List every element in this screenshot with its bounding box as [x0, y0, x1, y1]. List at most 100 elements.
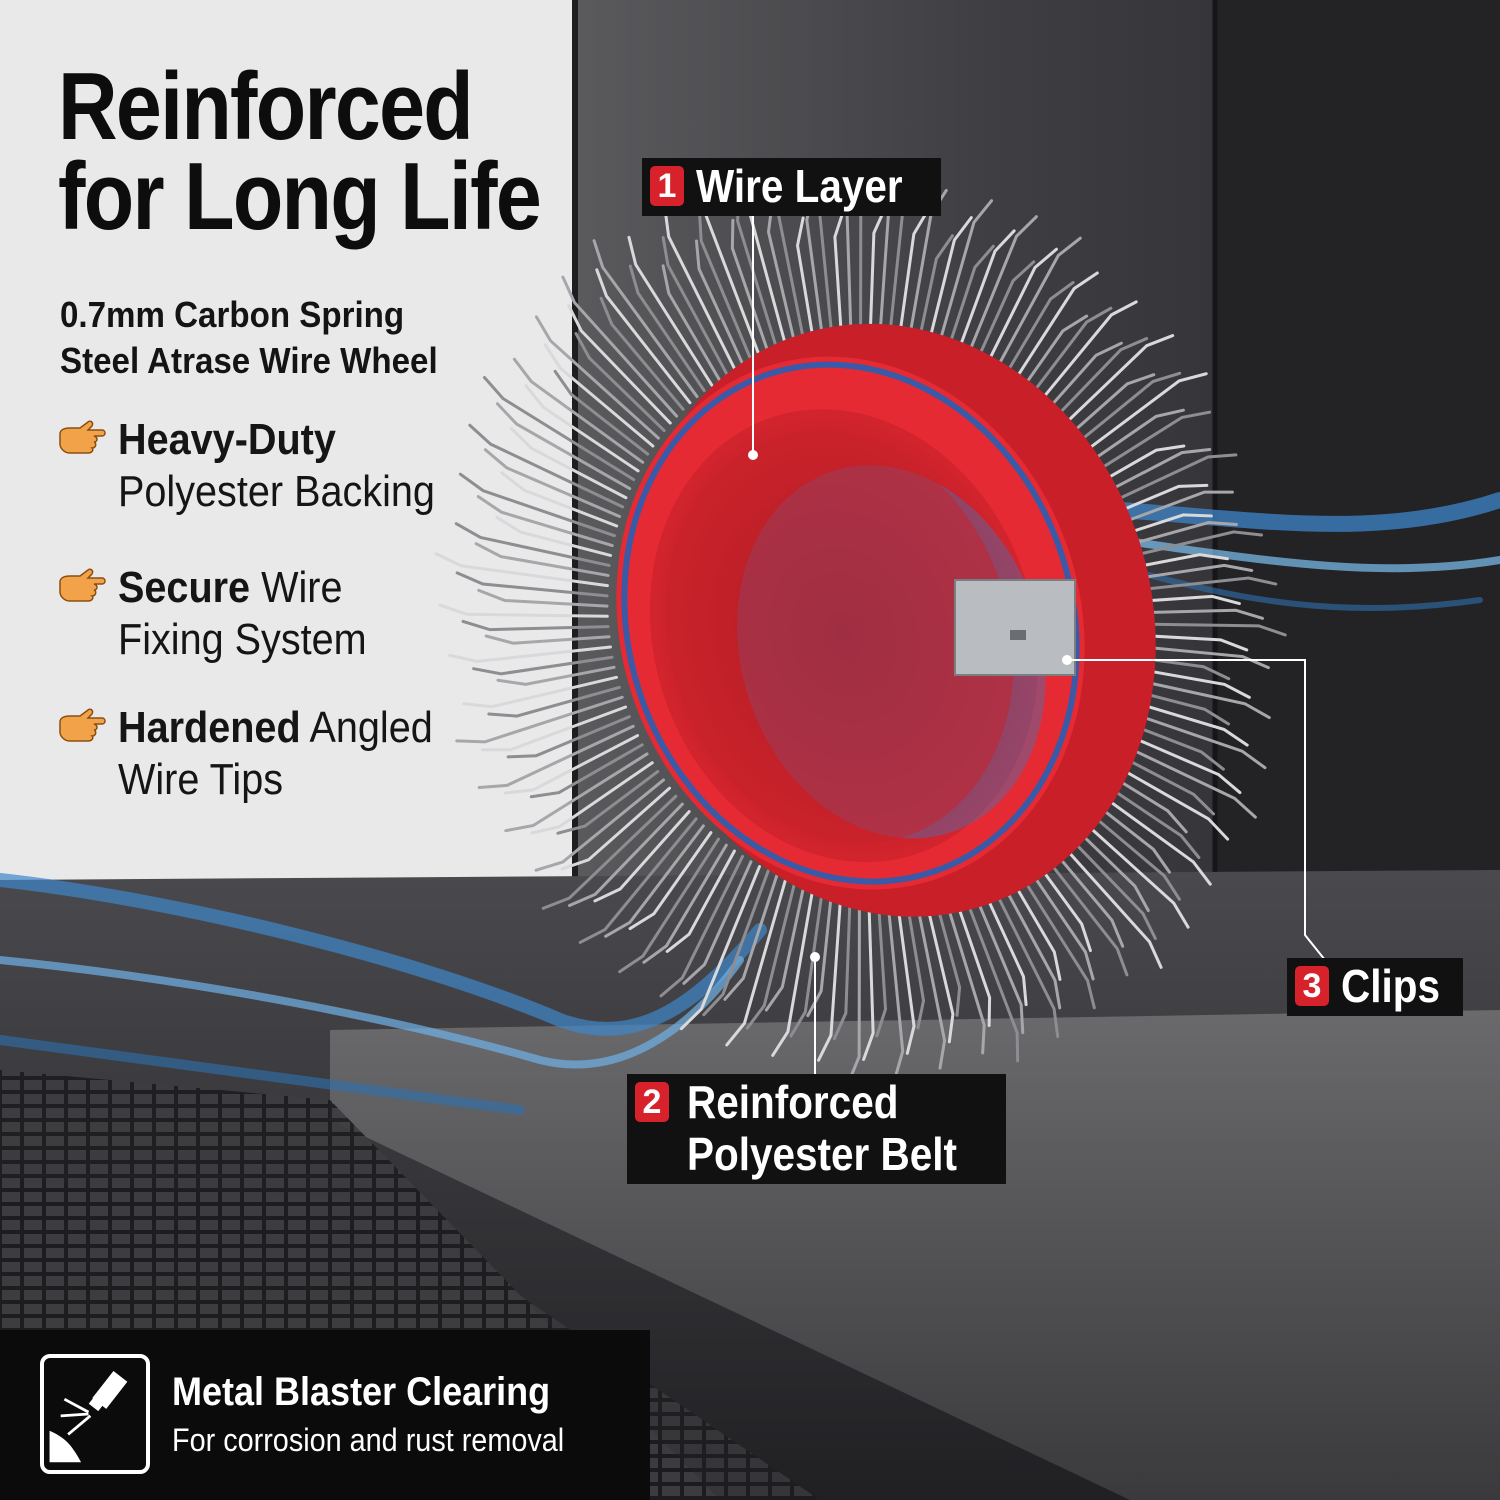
wire-bristle	[958, 880, 1020, 1063]
wire-bristle	[510, 427, 628, 500]
wire-bristle	[661, 236, 729, 377]
wire-bristle	[592, 239, 699, 399]
wire-bristle	[862, 895, 875, 1062]
wire-bristle	[984, 236, 1082, 391]
wire-bristle	[847, 895, 861, 1084]
wire-bristle	[1028, 835, 1129, 977]
wire-bristle	[553, 369, 650, 456]
wire-bristle	[530, 761, 654, 835]
wire-bristle	[1109, 673, 1271, 720]
wire-bristle	[461, 619, 610, 632]
wire-bristle	[627, 235, 714, 387]
wire-bristle	[628, 264, 706, 393]
wire-bristle	[694, 239, 746, 368]
feature-text: Heavy-Duty Polyester Backing	[118, 415, 435, 516]
wire-bristle	[495, 402, 632, 491]
wire-bristle	[806, 891, 833, 1018]
pointing-hand-icon	[59, 708, 106, 742]
subtitle-line-1: 0.7mm Carbon Spring	[60, 294, 405, 335]
wire-bristle	[484, 634, 611, 645]
wire-bristle	[1014, 847, 1095, 981]
feature-text: Secure Wire Fixing System	[118, 563, 367, 664]
water-splash	[0, 492, 1500, 1115]
wire-bristle	[1036, 337, 1149, 438]
feature-text: Hardened Angled Wire Tips	[118, 703, 433, 804]
wire-bristle	[455, 571, 609, 598]
wire-bristle	[789, 889, 824, 1038]
wire-bristle	[487, 685, 621, 718]
wire-bristle	[923, 216, 973, 359]
wire-bristle	[745, 881, 797, 1030]
wire-bristle	[593, 810, 691, 903]
wire-bristle	[959, 215, 1038, 375]
wire-bristle	[725, 877, 788, 1047]
wire-bristle	[496, 665, 616, 686]
wire-bristle	[1060, 372, 1208, 470]
wire-bristle	[524, 384, 640, 473]
wire-bristle	[642, 843, 728, 964]
callout-number: 1	[650, 166, 684, 206]
wire-bristle	[595, 268, 692, 405]
wire-bristle	[702, 869, 770, 1017]
wire-bristle	[541, 794, 678, 910]
wire-bristle	[1085, 453, 1238, 516]
wire-bristle	[560, 786, 672, 871]
wire-bristle	[663, 207, 737, 372]
wire-bristle	[504, 752, 649, 833]
wire-bristle	[1060, 800, 1190, 929]
wire-bristle	[448, 645, 612, 663]
spray-nozzle-icon	[40, 1354, 150, 1474]
wire-bristle	[817, 892, 843, 1062]
wire-bristle	[1006, 853, 1096, 1010]
wire-bristle	[534, 778, 666, 872]
wire-bristle	[1108, 576, 1278, 595]
wire-bristle	[434, 552, 609, 588]
wire-bristle	[730, 218, 771, 357]
headline: Reinforced for Long Life	[58, 59, 542, 245]
wire-bristle	[931, 888, 962, 1017]
wire-bristle	[561, 275, 679, 418]
wire-bristle	[1111, 622, 1287, 637]
wire-bristle	[795, 216, 816, 347]
wire-bristle	[599, 296, 685, 411]
wire-bristle	[618, 837, 720, 974]
wire-bristle	[895, 894, 916, 1055]
wire-bristle	[1071, 410, 1212, 488]
wire-bristle	[991, 863, 1062, 1010]
wire-bristle	[438, 603, 609, 618]
wire-bristle	[659, 854, 745, 998]
wire-bristle	[932, 199, 994, 363]
pointing-hand-icon	[59, 420, 106, 454]
wire-bristle	[481, 705, 628, 752]
wire-bristle	[966, 876, 1025, 1035]
wire-bristle	[462, 675, 619, 709]
wire-bristle	[764, 884, 806, 1012]
banner-subtitle: For corrosion and rust removal	[172, 1422, 565, 1458]
wire-bristle	[885, 895, 905, 1080]
wire-bristle	[698, 211, 754, 364]
wire-bristle	[1000, 271, 1099, 403]
wire-bristle	[833, 208, 846, 345]
callout-leaders	[748, 210, 1326, 1075]
wire-bristle	[1015, 306, 1113, 416]
callout-polyester-belt: 2 Reinforced Polyester Belt	[627, 1074, 1006, 1184]
wire-bristle	[556, 770, 660, 835]
wire-bristle	[1075, 776, 1212, 886]
wire-bristle	[832, 894, 852, 1041]
wire-bristle	[1095, 731, 1257, 819]
wire-wheel	[434, 162, 1287, 1084]
wire-bristle	[661, 264, 721, 382]
wire-bristle	[904, 893, 926, 1030]
wire-bristle	[974, 872, 1028, 1007]
feature-line-2: Polyester Backing	[118, 467, 435, 516]
callout-label: Reinforced Polyester Belt	[687, 1076, 957, 1180]
wire-bristle	[468, 423, 625, 509]
wire-bristle	[875, 895, 888, 1038]
wire-bristle	[983, 868, 1060, 1039]
wire-bristle	[940, 886, 986, 1055]
wire-bristle	[604, 824, 705, 938]
wire-bristle	[495, 515, 613, 557]
wire-bristle	[665, 849, 736, 953]
wire-bristle	[682, 860, 753, 985]
